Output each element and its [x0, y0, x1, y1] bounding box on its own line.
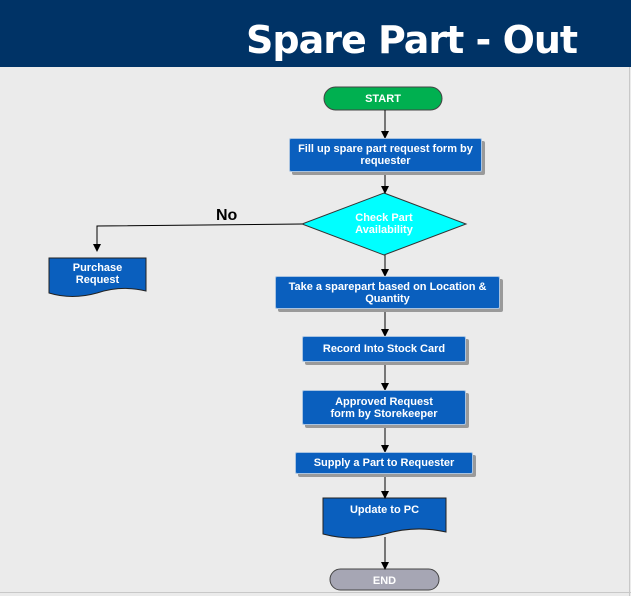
supply-part-label: Supply a Part to Requester [313, 457, 455, 469]
purchase-request-document [48, 257, 147, 297]
approved-request-label: Approved Request form by Storekeeper [330, 395, 438, 420]
supply-part-step: Supply a Part to Requester [295, 452, 473, 474]
bottom-border [0, 592, 631, 593]
arrow-check-no-to-purchase [93, 223, 303, 252]
fill-request-form-step: Fill up spare part request form by reque… [289, 138, 482, 172]
right-border [629, 67, 630, 596]
header-bar [0, 0, 631, 67]
end-label: END [372, 575, 397, 587]
no-branch-label: No [216, 207, 238, 224]
record-stock-card-step: Record Into Stock Card [302, 336, 466, 362]
take-sparepart-step: Take a sparepart based on Location & Qua… [275, 276, 500, 309]
update-pc-document [322, 497, 447, 539]
page-title: Spare Part - Out [246, 18, 578, 62]
start-label: START [365, 93, 401, 105]
fill-request-form-label: Fill up spare part request form by reque… [298, 143, 473, 167]
record-stock-card-label: Record Into Stock Card [322, 343, 446, 355]
take-sparepart-label: Take a sparepart based on Location & Qua… [288, 280, 487, 305]
check-decision-diamond [300, 192, 468, 256]
start-terminator [323, 86, 443, 111]
approved-request-step: Approved Request form by Storekeeper [302, 390, 466, 425]
update-pc-label: Update to PC [349, 504, 420, 516]
check-availability-label: Check Part Availability [355, 212, 413, 236]
purchase-request-label: Purchase Request [72, 262, 123, 286]
